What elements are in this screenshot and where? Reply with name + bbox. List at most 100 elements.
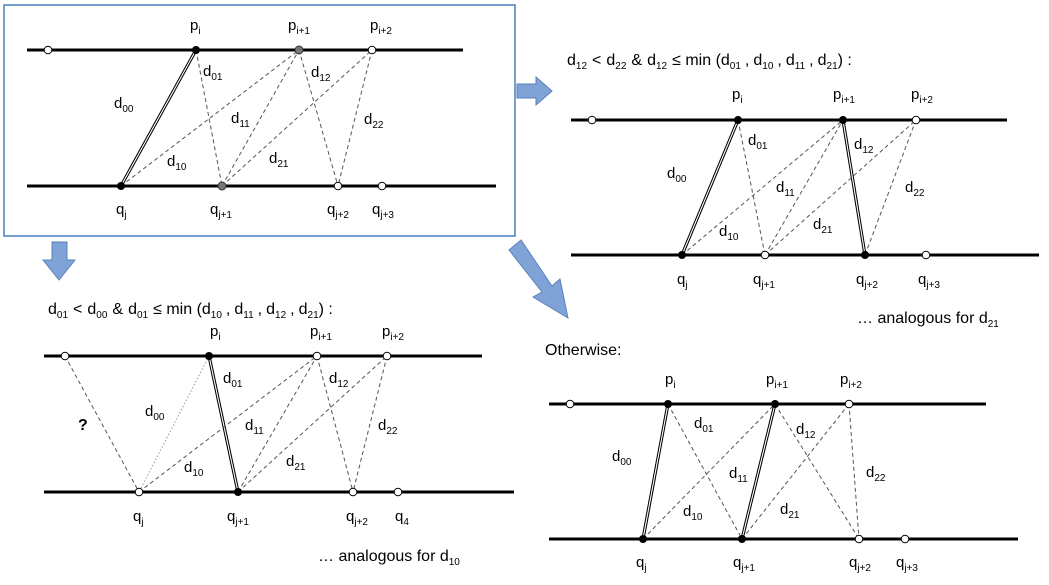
label-p-i1: pi+1	[766, 371, 788, 391]
point-q-j2	[333, 181, 343, 191]
point-q-j	[117, 182, 125, 190]
question-mark: ?	[78, 417, 88, 434]
label-q-4: q4	[395, 508, 409, 528]
label-d00: d00	[612, 448, 632, 468]
label-q-j2: qj+2	[327, 201, 349, 221]
label-q-j1: qj+1	[733, 554, 755, 574]
label-p-i2: pi+2	[370, 17, 392, 37]
arrow-right	[516, 75, 553, 107]
edge-d21	[221, 49, 373, 187]
point-p-i1	[771, 400, 779, 408]
label-q-j3: qj+3	[896, 554, 918, 574]
point-q-j1	[760, 250, 770, 260]
condition-d01: d01<d00&d01≤ min (d10,d11,d12,d21) :	[48, 301, 333, 321]
edge-d12-inner	[842, 119, 866, 256]
label-d01: d01	[223, 370, 243, 390]
point-q-j2	[861, 251, 869, 259]
label-d21: d21	[286, 453, 306, 473]
flow-arrows	[41, 75, 569, 320]
edge-d22	[337, 49, 373, 187]
label-d01: d01	[748, 132, 768, 152]
label-q-j1: qj+1	[753, 271, 775, 291]
point-p-prev	[60, 351, 70, 361]
point-p-i1	[839, 116, 847, 124]
label-q-j2: qj+2	[849, 554, 871, 574]
label-q-j: qj	[677, 271, 688, 291]
label-d11: d11	[776, 179, 795, 199]
label-p-i1: pi+1	[310, 323, 332, 343]
point-p-i	[192, 46, 200, 54]
edge-d10	[642, 403, 776, 540]
heading-otherwise: Otherwise:	[545, 342, 621, 359]
label-d22: d22	[378, 417, 398, 437]
point-q-j1	[217, 181, 227, 191]
edge-d00-inner	[120, 49, 197, 187]
edge-d21	[764, 119, 917, 256]
label-d00: d00	[667, 165, 687, 185]
label-q-j2: qj+2	[346, 508, 368, 528]
label-d11: d11	[245, 417, 264, 437]
edge-d11-inner	[741, 403, 776, 540]
label-q-j1: qj+1	[210, 201, 232, 221]
point-p-i2	[911, 115, 921, 125]
point-p-prev	[587, 115, 597, 125]
point-p-i2	[382, 351, 392, 361]
label-d01: d01	[694, 415, 714, 435]
edge-d22	[864, 119, 917, 256]
label-p-i: pi	[210, 323, 221, 343]
point-q-j2	[854, 534, 864, 544]
point-p-i	[734, 116, 742, 124]
label-d10: d10	[719, 223, 739, 243]
point-q-j1	[738, 535, 746, 543]
label-d22: d22	[866, 464, 886, 484]
label-d21: d21	[780, 501, 800, 521]
edge-d22	[352, 355, 388, 493]
label-q-j: qj	[636, 554, 647, 574]
point-q-j3	[900, 534, 910, 544]
label-d12: d12	[311, 64, 331, 84]
label-d12: d12	[329, 370, 349, 390]
label-d21: d21	[269, 150, 289, 170]
edge-d01	[737, 119, 766, 256]
arrow-diagonal	[508, 239, 569, 320]
label-q-j2: qj+2	[856, 271, 878, 291]
edge-d01	[195, 49, 223, 187]
edge-d12	[316, 355, 354, 493]
edge-d11	[764, 119, 844, 256]
edge-d12	[774, 403, 860, 540]
arrow-down	[41, 241, 77, 281]
label-d11: d11	[729, 465, 748, 485]
label-p-i: pi	[190, 17, 201, 37]
point-p-i	[664, 400, 672, 408]
edge-d21	[237, 355, 388, 493]
label-d22: d22	[364, 111, 384, 131]
edge-d00-inner	[681, 119, 739, 256]
edge-question	[64, 355, 140, 493]
label-d00: d00	[114, 95, 134, 115]
point-q-j2	[348, 487, 358, 497]
point-q-j3	[377, 181, 387, 191]
edge-d00-dotted	[138, 355, 210, 493]
label-d22: d22	[905, 179, 925, 199]
edge-d01	[667, 403, 743, 540]
label-d01: d01	[203, 63, 223, 83]
point-p-i1	[312, 351, 322, 361]
label-d11: d11	[231, 110, 250, 130]
edge-d10	[681, 119, 844, 256]
point-p-i1	[294, 45, 304, 55]
label-q-j1: qj+1	[227, 508, 249, 528]
point-q-j	[134, 487, 144, 497]
label-p-i2: pi+2	[840, 371, 862, 391]
point-p-prev	[43, 45, 53, 55]
edge-d10	[120, 49, 300, 187]
point-p-i	[205, 352, 213, 360]
panel-top-left: pi pi+1 pi+2 qj qj+1 qj+2 qj+3 d00 d01 d…	[3, 4, 516, 237]
point-p-i2	[367, 45, 377, 55]
note-analogous-d10: … analogous for d10	[318, 548, 460, 568]
label-q-j: qj	[133, 508, 144, 528]
label-d10: d10	[167, 153, 187, 173]
label-d12: d12	[854, 136, 874, 156]
label-d12: d12	[796, 421, 816, 441]
edge-d11	[221, 49, 300, 187]
